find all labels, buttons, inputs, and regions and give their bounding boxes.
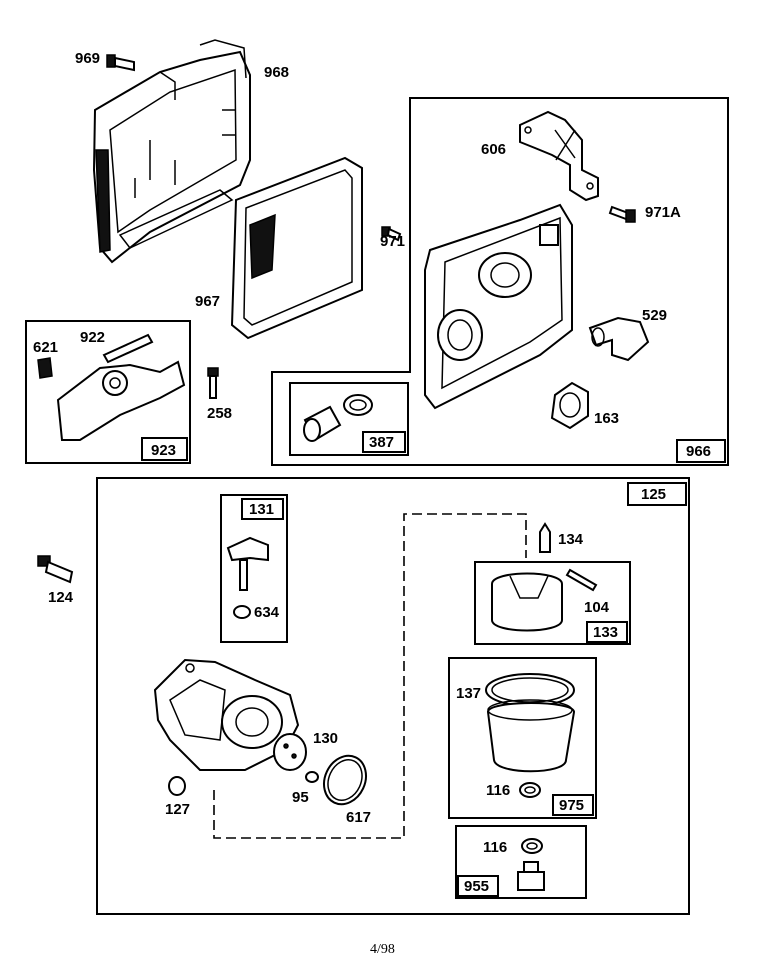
kit-133-parts-drawing [491, 568, 598, 632]
page-number: 4/98 [370, 942, 395, 957]
carburetor-body-drawing [153, 658, 300, 771]
label-124: 124 [48, 589, 74, 606]
label-104: 104 [584, 599, 610, 616]
stud-124-drawing [37, 555, 74, 584]
kit-955-tag [457, 875, 499, 897]
carb-cover-drawing [424, 203, 573, 410]
kit-125-label: 125 [641, 486, 666, 503]
label-971: 971 [380, 233, 405, 250]
screw-971-drawing [381, 226, 402, 242]
diaphragm-130-drawing [273, 733, 307, 771]
label-529: 529 [642, 307, 667, 324]
label-258: 258 [207, 405, 232, 422]
kit-975-label: 975 [559, 797, 584, 814]
kit-966-tag [676, 439, 726, 463]
kit-955-parts-drawing [517, 838, 545, 891]
kit-387-tag [362, 431, 406, 453]
governor-assembly-drawing [37, 333, 186, 441]
kit-966-frame [271, 97, 729, 466]
screw-258-drawing [207, 367, 219, 399]
label-134: 134 [558, 531, 584, 548]
kit-955-frame [455, 825, 587, 899]
oring-617-drawing [323, 754, 367, 806]
plug-127-drawing [168, 776, 186, 796]
kit-133-tag [586, 621, 628, 643]
screw-971A-drawing [608, 205, 636, 223]
kit-133-frame [474, 561, 631, 645]
gasket-163-drawing [550, 381, 589, 430]
needle-134-drawing [539, 522, 551, 553]
kit-131-parts-drawing [226, 536, 269, 619]
air-filter-drawing [230, 156, 363, 340]
assembly-dash-line [213, 513, 527, 839]
kit-923-tag [141, 437, 188, 461]
kit-923-frame [25, 320, 191, 464]
kit-133-label: 133 [593, 624, 618, 641]
label-127: 127 [165, 801, 190, 818]
label-967: 967 [195, 293, 220, 310]
label-130: 130 [313, 730, 338, 747]
label-971A: 971A [645, 204, 681, 221]
label-617: 617 [346, 809, 371, 826]
kit-387-frame [289, 382, 409, 456]
kit-387-label: 387 [369, 434, 394, 451]
label-116-bowl: 116 [486, 782, 510, 799]
screw-969-drawing [106, 54, 135, 72]
kit-125-frame [96, 477, 690, 915]
label-606: 606 [481, 141, 506, 158]
label-116-kit955: 116 [483, 839, 507, 856]
kit-975-tag [552, 794, 594, 816]
kit-966-label: 966 [686, 443, 711, 460]
kit-131-label: 131 [249, 501, 274, 518]
label-634: 634 [254, 604, 280, 621]
kit-125-tag [627, 482, 687, 506]
kit-387-parts-drawing [303, 394, 373, 442]
elbow-529-drawing [588, 316, 650, 362]
label-95: 95 [292, 789, 309, 806]
label-968: 968 [264, 64, 289, 81]
label-163: 163 [594, 410, 619, 427]
air-cleaner-base-drawing [92, 39, 251, 264]
kit-975-frame [448, 657, 597, 819]
label-922: 922 [80, 329, 105, 346]
kit-131-tag [241, 498, 284, 520]
kit-923-label: 923 [151, 442, 176, 459]
screw-95-drawing [305, 771, 319, 783]
kit-975-parts-drawing [485, 673, 576, 798]
bracket-606-drawing [519, 110, 599, 202]
label-621: 621 [33, 339, 58, 356]
kit-131-frame [220, 494, 288, 643]
kit-955-label: 955 [464, 878, 489, 895]
label-969: 969 [75, 50, 100, 67]
label-137: 137 [456, 685, 481, 702]
